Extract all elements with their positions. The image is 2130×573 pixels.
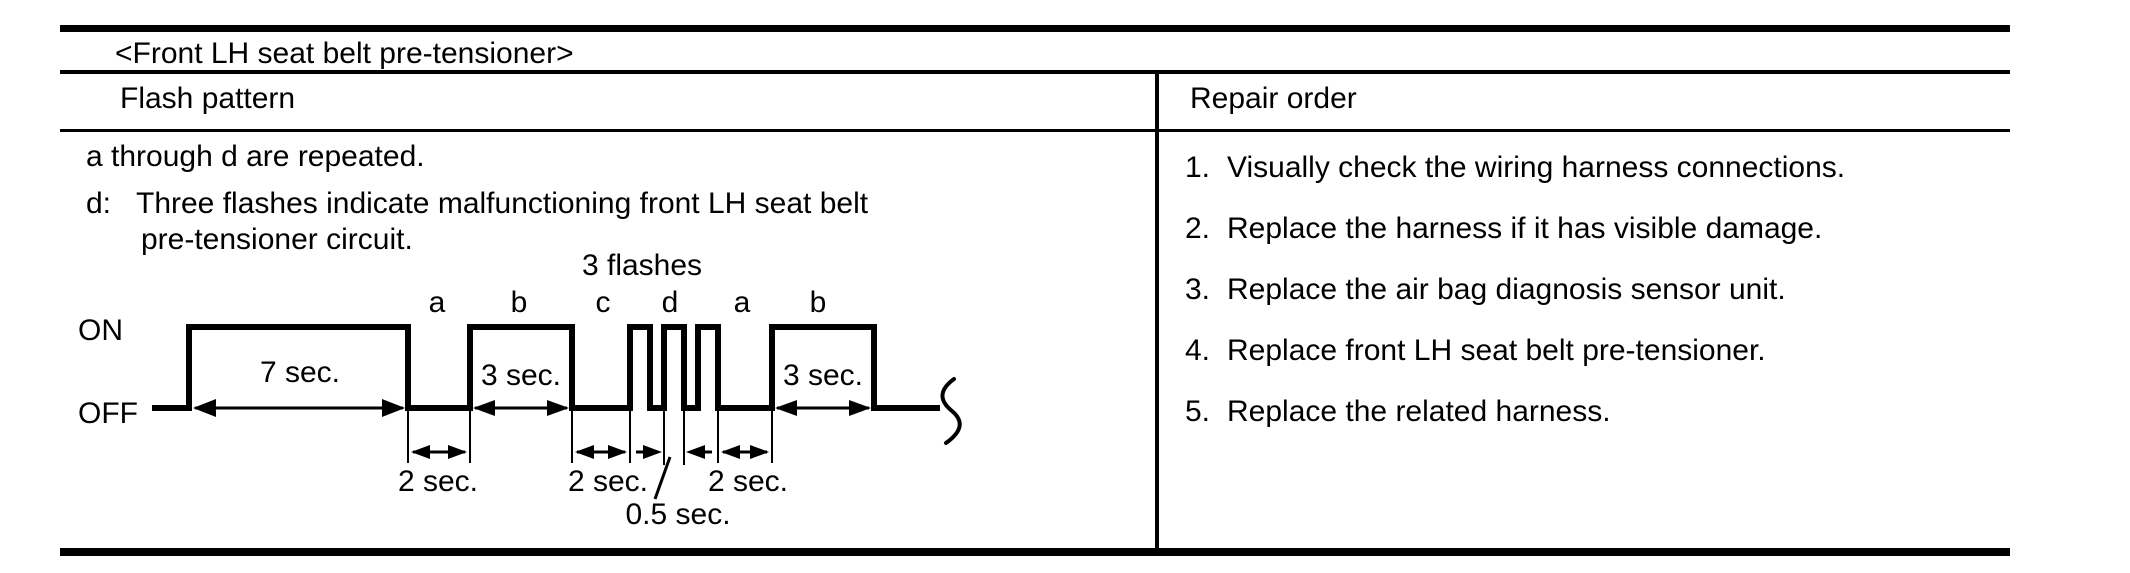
dim-arrowhead-7sec-right [382,399,405,417]
sequence-label-d: d [661,286,679,319]
dim-arrowhead-2sec2-right [608,445,627,459]
dim-label-2sec-2: 2 sec. [567,465,649,498]
dim-arrowhead-2sec3-left [721,445,740,459]
repair-order-item-number: 2. [1185,212,1211,245]
column-divider [1155,70,1159,552]
sequence-label-b2: b [809,286,827,319]
table-bottom-border [60,548,2010,556]
repair-order-item-text: Replace the related harness. [1227,395,1611,428]
column-header-flash-pattern: Flash pattern [120,82,296,115]
repair-order-item: 3. Replace the air bag diagnosis sensor u… [1185,272,1786,308]
dim-arrowhead-3sec2-right [849,400,871,416]
dim-label-3sec-1: 3 sec. [480,359,562,392]
dim-arrowhead-2sec3-right [750,445,769,459]
flashes-caption: 3 flashes [581,249,703,282]
sequence-label-a1: a [428,286,446,319]
note-d-line2: pre-tensioner circuit. [141,223,413,256]
level-off-label: OFF [78,397,138,430]
level-on-label: ON [78,314,123,347]
header-row-divider [60,129,2010,132]
dim-arrowhead-3sec2-left [775,400,797,416]
repair-order-item: 4. Replace front LH seat belt pre-tension… [1185,333,1766,369]
waveform-path [152,324,940,411]
dim-arrowhead-05sec-right [686,445,705,459]
repair-order-item: 2. Replace the harness if it has visible … [1185,211,1822,247]
dim-label-2sec-3: 2 sec. [707,465,789,498]
repair-order-item-text: Replace the harness if it has visible da… [1227,212,1823,245]
repair-order-item-text: Replace front LH seat belt pre-tensioner… [1227,334,1766,367]
repair-order-item-text: Replace the air bag diagnosis sensor uni… [1227,273,1786,306]
dim-label-3sec-2: 3 sec. [782,359,864,392]
dim-arrowhead-2sec1-left [411,445,430,459]
repair-order-item-number: 1. [1185,151,1211,184]
repair-order-item: 1. Visually check the wiring harness conn… [1185,150,1845,186]
dim-label-2sec-1: 2 sec. [397,465,479,498]
sequence-label-a2: a [733,286,751,319]
extension-lines [407,411,773,465]
repair-order-item: 5. Replace the related harness. [1185,394,1611,430]
repair-order-item-text: Visually check the wiring harness connec… [1227,151,1846,184]
repair-order-item-number: 4. [1185,334,1211,367]
table-title: <Front LH seat belt pre-tensioner> [115,37,574,70]
note-d-line1: Three flashes indicate malfunctioning fr… [136,187,869,220]
dim-arrowhead-05sec-left [643,445,662,459]
dim-arrowhead-3sec1-right [547,400,569,416]
title-row-divider [60,70,2010,74]
dim-arrowhead-3sec1-left [473,400,495,416]
dim-arrowhead-7sec-left [193,399,216,417]
note-d-prefix: d: [86,187,112,220]
05sec-leader-line [653,456,672,500]
flash-pattern-waveform [152,324,962,500]
note-repeat: a through d are repeated. [86,140,425,173]
dim-arrowhead-2sec2-left [575,445,594,459]
sequence-label-b1: b [510,286,528,319]
column-header-repair-order: Repair order [1190,82,1357,115]
table-top-border [60,25,2010,32]
dim-label-05sec: 0.5 sec. [625,498,731,531]
repair-order-item-number: 5. [1185,395,1211,428]
trace-break-squiggle [940,377,962,445]
dim-label-7sec: 7 sec. [259,356,341,389]
repair-order-item-number: 3. [1185,273,1211,306]
dim-arrowhead-2sec1-right [448,445,467,459]
sequence-label-c: c [595,286,611,319]
